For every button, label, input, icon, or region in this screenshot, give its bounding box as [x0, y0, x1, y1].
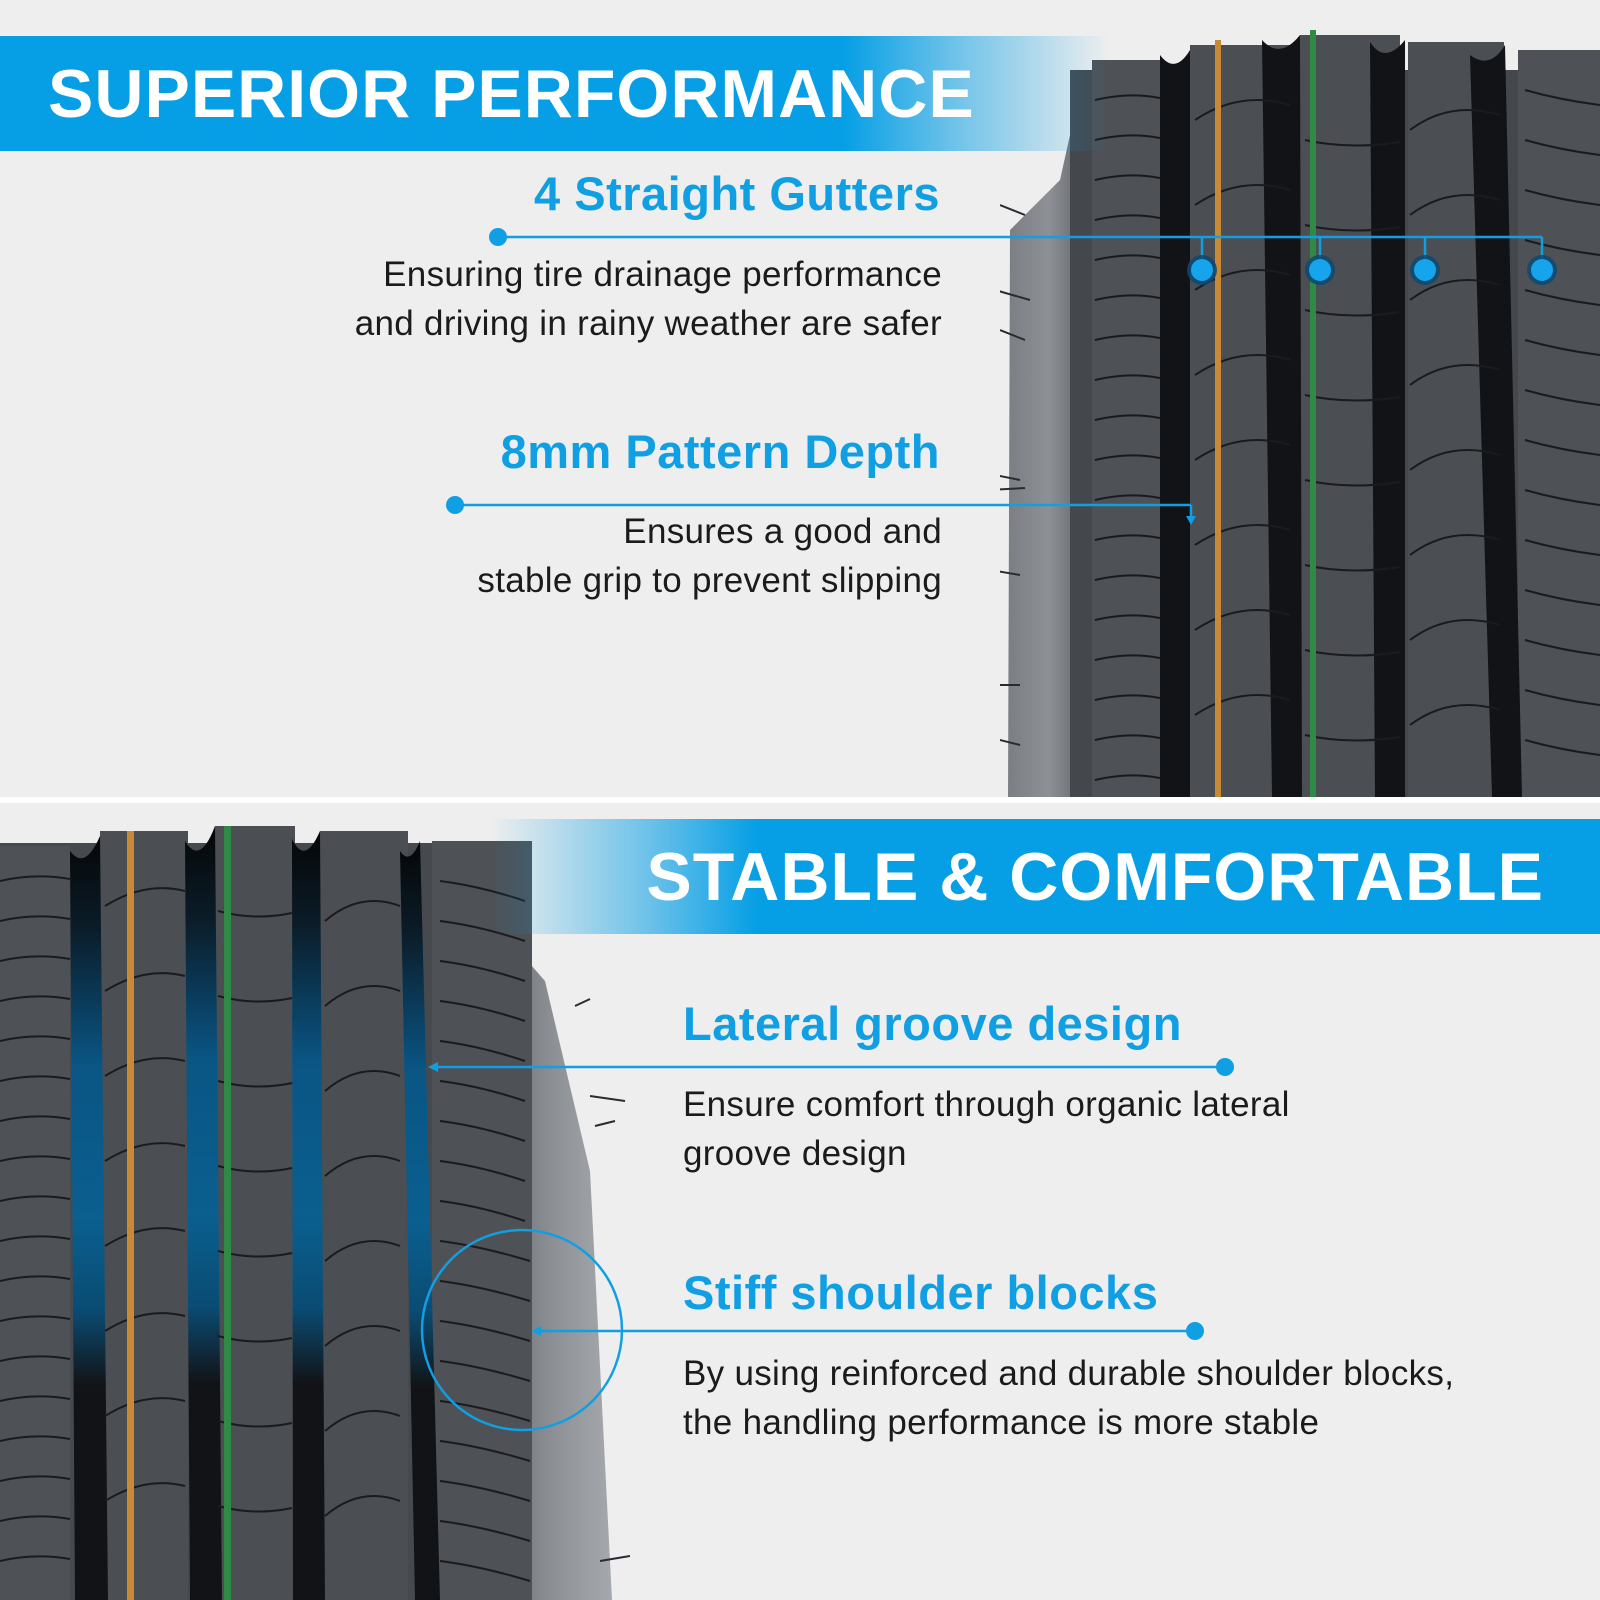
feature-title-lateral-groove: Lateral groove design: [683, 997, 1182, 1050]
feature-desc-line: stable grip to prevent slipping: [477, 561, 942, 600]
orange-marker-line: [1215, 40, 1221, 797]
tire-tread-image-top: [1000, 30, 1600, 797]
feature-title-shoulder-blocks: Stiff shoulder blocks: [683, 1266, 1159, 1319]
green-marker-line: [224, 826, 231, 1600]
feature-title-straight-gutters: 4 Straight Gutters: [534, 167, 940, 220]
feature-desc-line: and driving in rainy weather are safer: [354, 304, 942, 343]
orange-marker-line: [127, 831, 134, 1600]
section-banner: SUPERIOR PERFORMANCE: [0, 36, 1110, 151]
lateral-sipes: [0, 875, 531, 1582]
feature-desc-line: By using reinforced and durable shoulder…: [683, 1354, 1455, 1393]
feature-desc-line: groove design: [683, 1134, 907, 1173]
callout-dot-icon: [446, 496, 464, 514]
superior-performance-panel: SUPERIOR PERFORMANCE 4 Straight Gutters …: [0, 0, 1600, 797]
feature-desc-line: the handling performance is more stable: [683, 1403, 1320, 1442]
feature-desc-line: Ensuring tire drainage performance: [383, 255, 942, 294]
feature-desc-line: Ensure comfort through organic lateral: [683, 1085, 1290, 1124]
lateral-sipes: [1094, 89, 1600, 781]
callout-dot-icon: [489, 228, 507, 246]
tire-tread-image-bottom: [0, 826, 630, 1600]
callout-dot-icon: [1216, 1058, 1234, 1076]
section-banner: STABLE & COMFORTABLE: [490, 819, 1600, 934]
feature-title-pattern-depth: 8mm Pattern Depth: [500, 425, 940, 478]
banner-title: SUPERIOR PERFORMANCE: [48, 55, 975, 132]
callout-dot-icon: [1186, 1322, 1204, 1340]
feature-desc-line: Ensures a good and: [623, 512, 942, 551]
green-marker-line: [1310, 30, 1316, 797]
stable-comfortable-panel: STABLE & COMFORTABLE Lateral groove desi…: [0, 803, 1600, 1600]
banner-title: STABLE & COMFORTABLE: [646, 838, 1544, 915]
